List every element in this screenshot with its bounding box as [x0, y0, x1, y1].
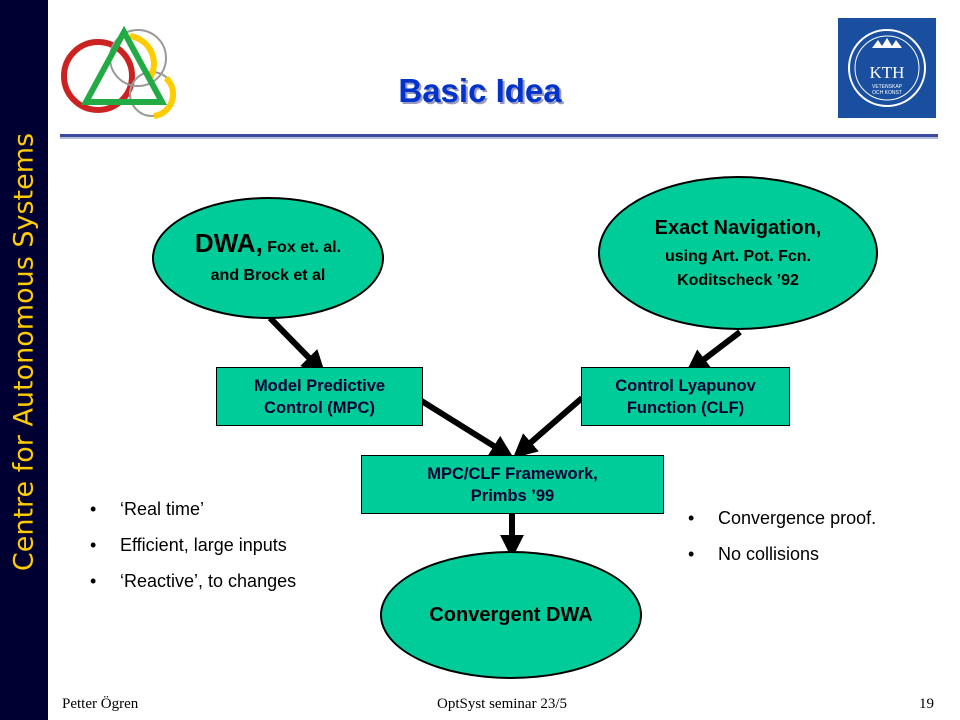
node-exact-navigation: Exact Navigation, using Art. Pot. Fcn. K… [598, 176, 878, 330]
title-divider [60, 134, 938, 137]
kth-logo-subtext: VETENSKAP [872, 84, 903, 90]
node-convergent-dwa: Convergent DWA [380, 551, 642, 679]
arrow-mpc-to-framework [418, 397, 515, 459]
cas-logo-icon [61, 25, 177, 119]
left-bullet-list: ‘Real time’ Efficient, large inputs ‘Rea… [90, 497, 296, 605]
node-exact-nav-comma: , [815, 217, 822, 239]
node-convergent-label: Convergent DWA [429, 603, 593, 626]
footer-page-number: 19 [919, 696, 934, 712]
arrow-dwa-to-mpc [267, 315, 326, 375]
list-item: Efficient, large inputs [90, 533, 296, 569]
kth-logo-icon: KTH VETENSKAP OCH KONST [838, 18, 936, 118]
footer-author: Petter Ögren [62, 696, 139, 712]
list-item: ‘Reactive’, to changes [90, 569, 296, 605]
node-dwa-big: DWA, [194, 227, 263, 258]
kth-logo-subtext-2: OCH KONST [872, 90, 902, 96]
node-exact-nav-line3: Koditscheck ’92 [677, 272, 799, 289]
list-item: No collisions [688, 542, 876, 578]
node-framework-line2: Primbs ’99 [470, 486, 555, 505]
node-clf: Control Lyapunov Function (CLF) [581, 367, 790, 426]
node-mpc: Model Predictive Control (MPC) [216, 367, 423, 426]
sidebar: Centre for Autonomous Systems [0, 0, 48, 720]
node-dwa-authors: Fox et. al. [267, 238, 342, 256]
node-exact-nav-title: Exact Navigation [654, 217, 816, 239]
node-exact-nav-line2: using Art. Pot. Fcn. [664, 248, 812, 265]
list-item: ‘Real time’ [90, 497, 296, 533]
node-mpc-line2: Control (MPC) [264, 398, 375, 417]
node-clf-line1: Control Lyapunov [615, 376, 756, 395]
kth-logo-text: KTH [870, 63, 905, 82]
arrow-exactnav-to-clf [685, 329, 742, 374]
arrow-clf-to-framework [512, 395, 584, 459]
node-dwa-line2: and Brock et al [210, 266, 326, 284]
node-dwa: DWA, Fox et. al. and Brock et al [152, 197, 384, 319]
node-framework-line1: MPC/CLF Framework, [427, 464, 598, 483]
node-framework: MPC/CLF Framework, Primbs ’99 [361, 455, 664, 514]
node-clf-line2: Function (CLF) [626, 398, 745, 417]
list-item: Convergence proof. [688, 506, 876, 542]
footer-event: OptSyst seminar 23/5 [437, 696, 567, 712]
right-bullet-list: Convergence proof. No collisions [688, 506, 876, 578]
node-mpc-line1: Model Predictive [253, 376, 386, 395]
slide-title: Basic Idea [398, 72, 562, 109]
